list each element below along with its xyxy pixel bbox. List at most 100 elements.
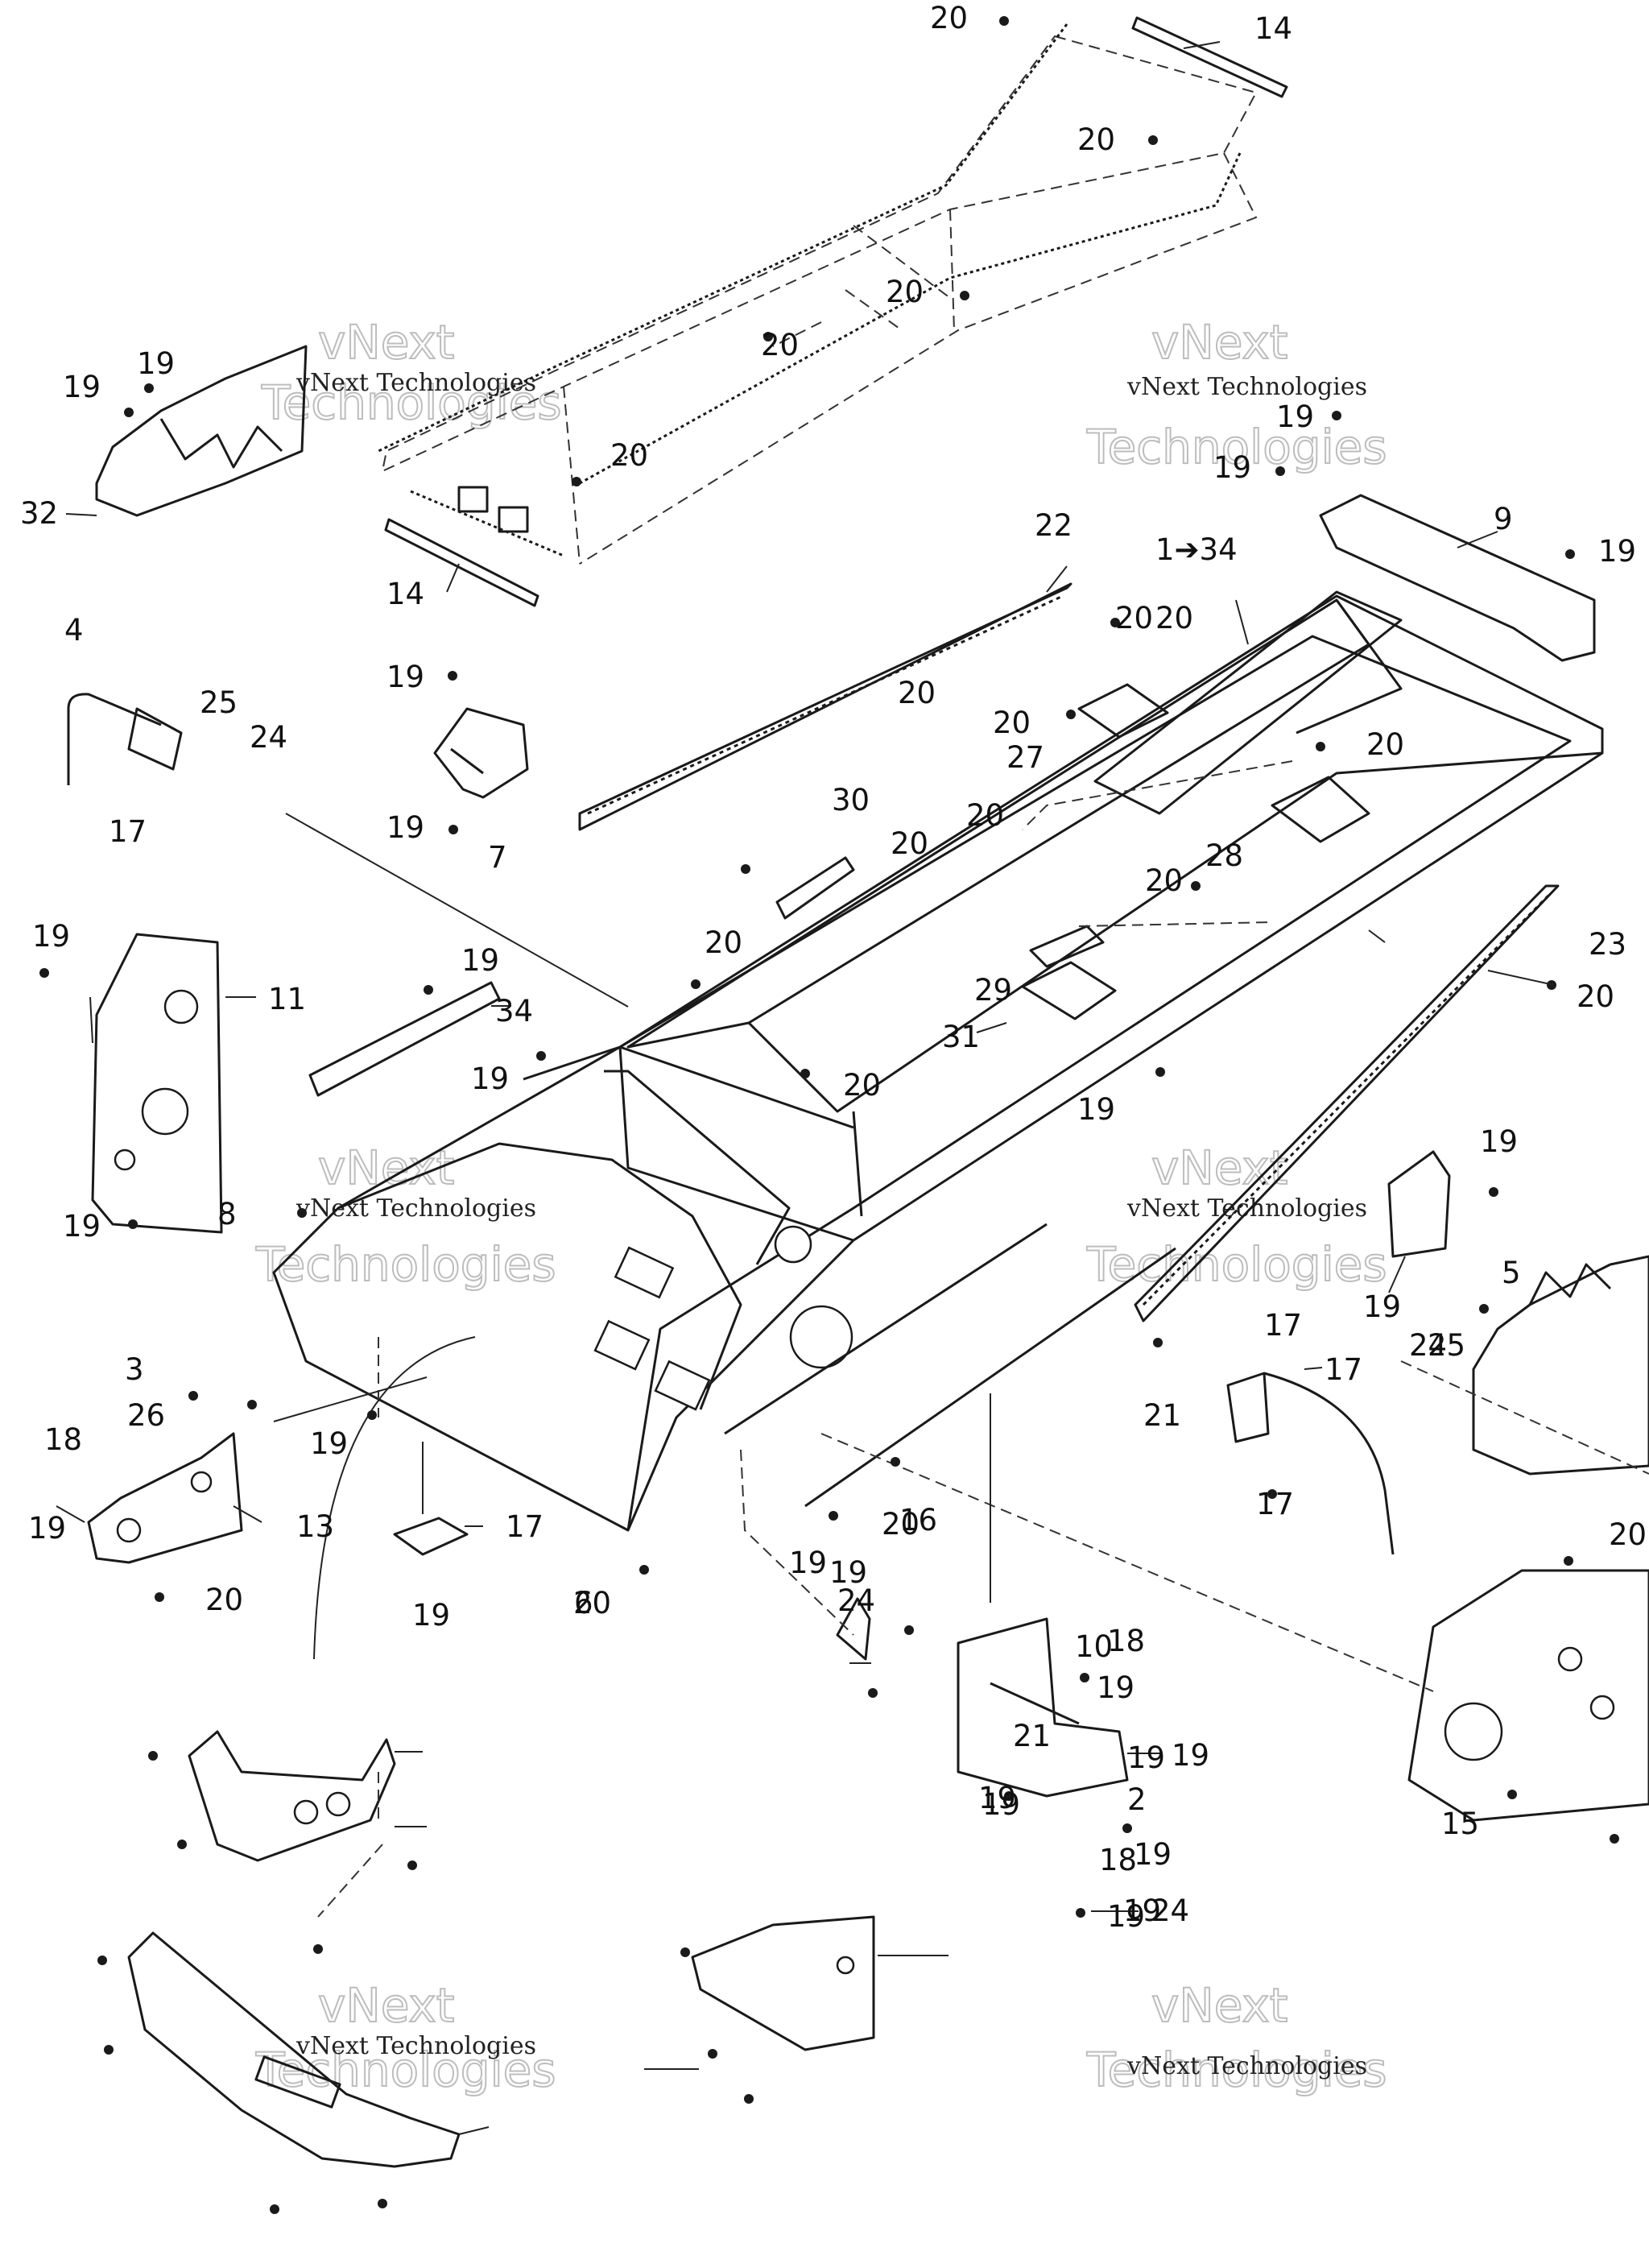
plate-part-11 (91, 933, 223, 1234)
callout-label: 34 (495, 994, 533, 1028)
callout-label: 17 (109, 814, 147, 849)
callout-label: 20 (993, 706, 1031, 740)
svg-text:Technologies: Technologies (1086, 1237, 1387, 1292)
callout-label: 19 (461, 943, 499, 978)
callout-label: 19 (412, 1598, 450, 1633)
bracket-part-16 (957, 1617, 1129, 1798)
callout-label: 19 (829, 1555, 867, 1590)
callout-label: 20 (898, 676, 936, 710)
svg-text:Technologies: Technologies (1086, 420, 1387, 474)
watermark-top-right: vNext Technologies vNext Technologies (1085, 314, 1388, 475)
bar-part-34 (308, 981, 501, 1097)
svg-text:vNext: vNext (318, 1140, 454, 1195)
bracket-part-15 (691, 1915, 875, 2051)
callout-label: 7 (488, 840, 507, 875)
callout-label: 19 (1213, 450, 1251, 485)
plate-right-large (1407, 1569, 1649, 1822)
callout-label: 27 (1006, 740, 1044, 775)
callout-label: 19 (28, 1511, 66, 1546)
callout-label: 18 (44, 1422, 82, 1457)
callout-label: 20 (1366, 727, 1404, 762)
callout-leaders (56, 41, 1555, 2135)
callout-label: 24 (1409, 1328, 1447, 1363)
tunnel-cover-part (378, 23, 1258, 565)
callout-label: 19 (1077, 1092, 1115, 1127)
rail-part-22 (578, 582, 1072, 831)
callout-label: 20 (966, 798, 1004, 833)
callout-label: 19 (982, 1787, 1020, 1822)
bracket-part-3 (87, 1432, 243, 1564)
callout-label: 17 (1264, 1308, 1302, 1343)
callout-label: 20 (761, 328, 799, 362)
callout-label: 20 (1609, 1517, 1647, 1552)
bracket-right-claw (1472, 1255, 1649, 1475)
svg-text:vNext Technologies: vNext Technologies (1126, 373, 1367, 401)
callout-label: 19 (310, 1426, 348, 1461)
callout-label: 26 (127, 1398, 165, 1433)
callout-label: 19 (1123, 1893, 1161, 1928)
watermark-mid-right: vNext Technologies vNext Technologies (1085, 1140, 1388, 1293)
callout-label: 20 (1115, 601, 1153, 635)
svg-text:vNext: vNext (318, 1978, 454, 2033)
callout-label: 19 (1127, 1740, 1165, 1775)
callout-label: 15 (1441, 1807, 1479, 1841)
callout-label: 19 (1276, 399, 1314, 434)
callout-label: 14 (386, 577, 424, 611)
callout-label: 19 (978, 1781, 1016, 1815)
callout-labels: 20 14 20 20 20 20 19 19 32 14 19 19 9 1➔… (20, 1, 1647, 1934)
callout-label: 13 (296, 1509, 334, 1544)
svg-text:vNext: vNext (1151, 315, 1287, 370)
callout-label: 20 (891, 826, 928, 861)
callout-label: 20 (1077, 122, 1115, 157)
alignment-lines (273, 760, 1649, 1918)
callout-label: 10 (1075, 1629, 1113, 1664)
callout-label: 19 (386, 810, 424, 845)
callout-label: 29 (974, 973, 1012, 1008)
bracket-part-9 (1319, 494, 1596, 662)
watermark-top-left: vNext Technologies vNext Technologies (260, 314, 563, 431)
svg-text:vNext Technologies: vNext Technologies (295, 1194, 536, 1223)
callout-label: 19 (789, 1546, 827, 1580)
callout-label: 24 (837, 1583, 875, 1618)
callout-label: 18 (1107, 1624, 1145, 1658)
callout-label: 20 (930, 1, 968, 35)
callout-label: 3 (125, 1352, 144, 1387)
rail-part-23 (1134, 884, 1560, 1322)
callout-label: 6 (574, 1586, 593, 1620)
callout-label: 19 (137, 346, 175, 381)
callout-label: 22 (1035, 508, 1072, 543)
callout-label: 25 (1428, 1328, 1465, 1363)
bracket-part-10 (188, 1730, 396, 1862)
callout-label: 17 (1256, 1487, 1294, 1521)
callout-label: 19 (1598, 534, 1636, 569)
svg-text:vNext: vNext (318, 315, 454, 370)
chassis-upper-rail (626, 598, 1603, 1217)
plate-part-1-34 (1093, 590, 1403, 815)
callout-label: 1➔34 (1155, 532, 1238, 567)
callout-label: 20 (1145, 863, 1183, 898)
svg-text:vNext Technologies: vNext Technologies (295, 2032, 536, 2060)
bolts (39, 16, 1619, 2214)
callout-label: 20 (205, 1583, 243, 1617)
callout-label: 14 (1254, 11, 1292, 46)
svg-text:vNext Technologies: vNext Technologies (1126, 2052, 1367, 2080)
handle-part-5 (1226, 1372, 1395, 1555)
callout-label: 20 (843, 1068, 881, 1103)
callout-label: 19 (63, 1209, 101, 1244)
callout-label: 18 (1099, 1843, 1137, 1877)
bracket-part-6 (836, 1597, 871, 1661)
callout-label: 17 (506, 1509, 543, 1544)
watermark-bottom-right: vNext Technologies vNext Technologies (1085, 1977, 1388, 2098)
plate-part-31 (1021, 961, 1117, 1020)
callout-label: 2 (1127, 1782, 1147, 1817)
callout-label: 20 (610, 438, 648, 473)
callout-label: 19 (32, 919, 70, 954)
callout-label: 19 (1363, 1289, 1401, 1324)
bracket-part-7 (433, 707, 529, 799)
callout-label: 32 (20, 496, 58, 531)
svg-text:vNext Technologies: vNext Technologies (295, 369, 536, 397)
callout-label: 17 (1325, 1352, 1362, 1387)
svg-text:Technologies: Technologies (255, 2042, 556, 2097)
watermark-mid-left: vNext Technologies vNext Technologies (254, 1140, 557, 1293)
